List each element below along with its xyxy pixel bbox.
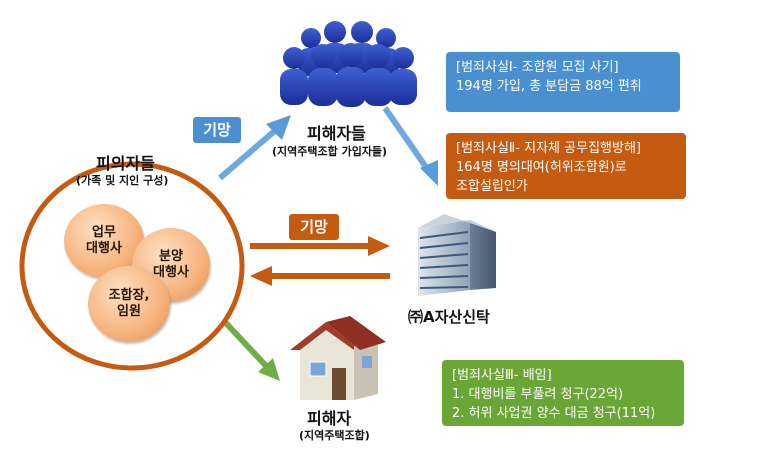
victim-title: 피해자	[307, 409, 352, 428]
arrow-victims-to-company	[382, 106, 438, 186]
crime-3-line-2: 1. 대행비를 부풀려 청구(22억)	[452, 387, 624, 402]
suspects-subtitle: (가족 및 지인 구성)	[76, 174, 169, 187]
crime-2-line-3: 조합설립인가	[456, 179, 528, 194]
crime-1-line-2: 194명 가입, 총 분담금 88억 편취	[456, 79, 642, 94]
suspects-group-outline	[19, 161, 245, 371]
suspect-business-agency-label: 업무 대행사	[86, 225, 122, 256]
deceive-badge-middle: 기망	[289, 214, 339, 240]
victims-group-title: 피해자들	[307, 124, 366, 143]
victims-group-subtitle: (지역주택조합 가입자들)	[272, 145, 388, 158]
arrow-suspects-to-victim	[222, 319, 280, 381]
deceive-badge-upper: 기망	[193, 117, 241, 143]
crime-2-line-1: [범죄사실Ⅱ- 지자체 공무집행방해]	[456, 141, 641, 156]
suspect-business-agency: 업무 대행사	[64, 204, 144, 278]
crime-2-line-2: 164명 명의대여(허위조합원)로	[456, 160, 627, 175]
crime-1-line-1: [범죄사실Ⅰ- 조합원 모집 사기]	[456, 60, 619, 75]
crime-3-line-1: [범죄사실Ⅲ- 배임]	[452, 368, 552, 383]
company-title: ㈜A자산신탁	[408, 308, 490, 326]
arrow-suspects-to-company	[250, 236, 390, 256]
crime-3-line-3: 2. 허위 사업권 양수 대금 청구(11억)	[452, 406, 656, 421]
suspects-title: 피의자들	[96, 154, 155, 173]
crime-box-3: [범죄사실Ⅲ- 배임] 1. 대행비를 부풀려 청구(22억) 2. 허위 사업…	[442, 360, 684, 426]
suspect-sales-agency-label: 분양 대행사	[153, 249, 189, 280]
victim-subtitle: (지역주택조합)	[299, 429, 370, 442]
arrow-company-to-suspects	[250, 266, 390, 286]
crime-box-2: [범죄사실Ⅱ- 지자체 공무집행방해] 164명 명의대여(허위조합원)로 조합…	[446, 133, 686, 199]
suspect-union-leaders-label: 조합장, 임원	[108, 288, 150, 319]
crime-box-1: [범죄사실Ⅰ- 조합원 모집 사기] 194명 가입, 총 분담금 88억 편취	[446, 52, 680, 112]
arrow-suspects-to-victims	[218, 115, 291, 181]
suspect-sales-agency: 분양 대행사	[132, 228, 210, 302]
suspect-union-leaders: 조합장, 임원	[88, 266, 170, 342]
